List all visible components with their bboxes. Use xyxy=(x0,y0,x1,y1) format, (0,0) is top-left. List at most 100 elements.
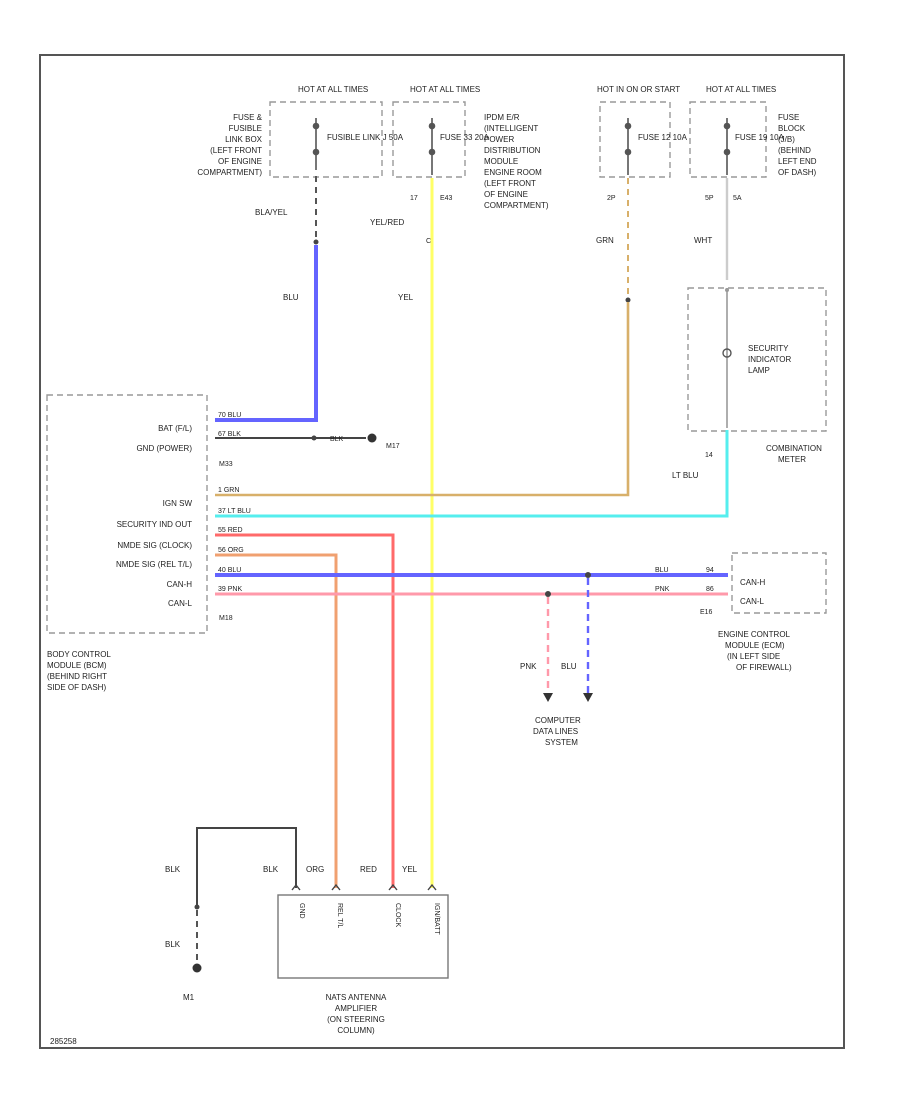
svg-text:OF ENGINE: OF ENGINE xyxy=(484,190,528,199)
fuse-pin-5a: 5A xyxy=(733,195,742,202)
ipdm-pin-17: 17 xyxy=(410,195,418,202)
splice-bla-yel xyxy=(313,239,319,245)
svg-text:70 BLU: 70 BLU xyxy=(218,412,241,419)
svg-text:CAN-H: CAN-H xyxy=(167,580,193,589)
svg-text:HOT IN ON OR START: HOT IN ON OR START xyxy=(597,85,680,94)
power-source-fusible-link-j: HOT AT ALL TIMES FUSIBLE LINK J 50A xyxy=(269,85,404,178)
fuse-symbols xyxy=(312,118,731,175)
security-indicator-lamp-icon xyxy=(722,348,732,358)
wire-label-lt-blu: LT BLU xyxy=(672,471,699,480)
svg-text:AMPLIFIER: AMPLIFIER xyxy=(335,1004,377,1013)
wire-lt-blu-security xyxy=(215,430,729,518)
power-source-fuse-19: HOT AT ALL TIMES FUSE 19 10A xyxy=(689,85,785,178)
splice-grn xyxy=(625,297,631,303)
svg-text:FUSE &: FUSE & xyxy=(233,113,263,122)
combination-meter-pin: 14 xyxy=(705,452,713,459)
svg-text:FUSE 33 20A: FUSE 33 20A xyxy=(440,133,490,142)
diagram-frame xyxy=(39,54,845,1049)
power-source-fuse-33: HOT AT ALL TIMES FUSE 33 20A xyxy=(392,85,490,178)
svg-text:HOT AT ALL TIMES: HOT AT ALL TIMES xyxy=(298,85,368,94)
svg-text:56 ORG: 56 ORG xyxy=(218,547,244,554)
splice-amp-ground xyxy=(194,904,200,910)
svg-text:DISTRIBUTION: DISTRIBUTION xyxy=(484,146,541,155)
svg-text:FUSE 12 10A: FUSE 12 10A xyxy=(638,133,688,142)
amplifier-label: NATS ANTENNA AMPLIFIER (ON STEERING COLU… xyxy=(326,993,387,1035)
amplifier-pins: GND REL T/L CLOCK IGN/BATT xyxy=(298,903,440,935)
ecm-label-1: ENGINE CONTROL xyxy=(718,630,791,639)
combination-meter-label-2: METER xyxy=(778,455,806,464)
security-lamp-label-1: SECURITY xyxy=(748,344,789,353)
wire-label-blu-data: BLU xyxy=(561,662,577,671)
svg-text:(ON STEERING: (ON STEERING xyxy=(327,1015,385,1024)
svg-text:37 LT BLU: 37 LT BLU xyxy=(218,508,251,515)
wire-label-blk-2: BLK xyxy=(165,940,181,949)
security-lamp-label-2: INDICATOR xyxy=(748,355,791,364)
splice-can-l xyxy=(545,591,551,597)
wire-grn-ign-sw xyxy=(215,302,630,497)
svg-text:(BEHIND: (BEHIND xyxy=(778,146,811,155)
amp-wire-label-yel: YEL xyxy=(402,865,418,874)
splice-bcm-ground xyxy=(311,435,317,441)
wire-label-bla-yel: BLA/YEL xyxy=(255,208,288,217)
svg-text:1 GRN: 1 GRN xyxy=(218,487,239,494)
ecm-wire-blu: BLU xyxy=(655,567,669,574)
svg-text:MODULE: MODULE xyxy=(484,157,518,166)
combination-meter-box xyxy=(687,287,827,432)
svg-text:SIDE OF DASH): SIDE OF DASH) xyxy=(47,683,106,692)
svg-text:SECURITY IND OUT: SECURITY IND OUT xyxy=(117,520,193,529)
svg-text:(J/B): (J/B) xyxy=(778,135,795,144)
svg-text:GND (POWER): GND (POWER) xyxy=(136,444,192,453)
ecm-label-3: (IN LEFT SIDE xyxy=(727,652,780,661)
fuse-pin-5p: 5P xyxy=(705,195,714,202)
svg-text:OF DASH): OF DASH) xyxy=(778,168,817,177)
ground-bcm-label: M17 xyxy=(386,443,400,450)
svg-text:HOT AT ALL TIMES: HOT AT ALL TIMES xyxy=(410,85,480,94)
svg-text:(LEFT FRONT: (LEFT FRONT xyxy=(210,146,262,155)
bcm-pin-names: BAT (F/L) GND (POWER) IGN SW SECURITY IN… xyxy=(116,424,193,608)
power-source-fuse-12: HOT IN ON OR START FUSE 12 10A xyxy=(597,85,688,178)
wire-org-rel-tl xyxy=(215,553,338,888)
svg-text:CLOCK: CLOCK xyxy=(394,903,401,927)
left-fuse-box-label: FUSE & FUSIBLE LINK BOX (LEFT FRONT OF E… xyxy=(197,113,262,177)
bcm-connector-m18: M18 xyxy=(219,615,233,622)
amplifier-box xyxy=(277,894,449,979)
svg-text:GND: GND xyxy=(298,903,305,919)
svg-text:FUSE: FUSE xyxy=(778,113,799,122)
wire-label-yel-top: YEL xyxy=(398,293,414,302)
svg-text:OF ENGINE: OF ENGINE xyxy=(218,157,262,166)
security-lamp-label-3: LAMP xyxy=(748,366,770,375)
svg-text:BLOCK: BLOCK xyxy=(778,124,806,133)
svg-text:BAT (F/L): BAT (F/L) xyxy=(158,424,192,433)
data-lines-label-3: SYSTEM xyxy=(545,738,578,747)
svg-text:MODULE (BCM): MODULE (BCM) xyxy=(47,661,107,670)
wire-label-wht: WHT xyxy=(694,236,712,245)
ground-m1-icon xyxy=(192,963,202,973)
wire-label-grn: GRN xyxy=(596,236,614,245)
svg-text:FUSE 19 10A: FUSE 19 10A xyxy=(735,133,785,142)
data-line-arrow-pnk xyxy=(543,693,553,702)
splice-can-h xyxy=(585,572,591,578)
svg-text:40 BLU: 40 BLU xyxy=(218,567,241,574)
svg-text:LEFT END: LEFT END xyxy=(778,157,817,166)
amp-wire-label-red: RED xyxy=(360,865,377,874)
ecm-connector: E16 xyxy=(700,609,713,616)
data-lines-label-2: DATA LINES xyxy=(533,727,578,736)
svg-text:CAN-L: CAN-L xyxy=(168,599,193,608)
wire-label-yel-red: YEL/RED xyxy=(370,218,404,227)
svg-text:BODY CONTROL: BODY CONTROL xyxy=(47,650,111,659)
wire-label-blk-1: BLK xyxy=(165,865,181,874)
combination-meter-label-1: COMBINATION xyxy=(766,444,822,453)
svg-text:FUSIBLE: FUSIBLE xyxy=(229,124,262,133)
ecm-pin-can-h: CAN-H xyxy=(740,578,766,587)
svg-text:67 BLK: 67 BLK xyxy=(218,431,241,438)
ecm-box xyxy=(731,552,827,614)
svg-text:FUSIBLE LINK J 50A: FUSIBLE LINK J 50A xyxy=(327,133,404,142)
wire-label-blu-top: BLU xyxy=(283,293,299,302)
svg-text:(LEFT FRONT: (LEFT FRONT xyxy=(484,179,536,188)
amp-wire-label-org: ORG xyxy=(306,865,324,874)
svg-text:IPDM E/R: IPDM E/R xyxy=(484,113,520,122)
svg-text:COLUMN): COLUMN) xyxy=(337,1026,375,1035)
svg-text:COMPARTMENT): COMPARTMENT) xyxy=(484,201,549,210)
ground-amp-label: M1 xyxy=(183,993,195,1002)
